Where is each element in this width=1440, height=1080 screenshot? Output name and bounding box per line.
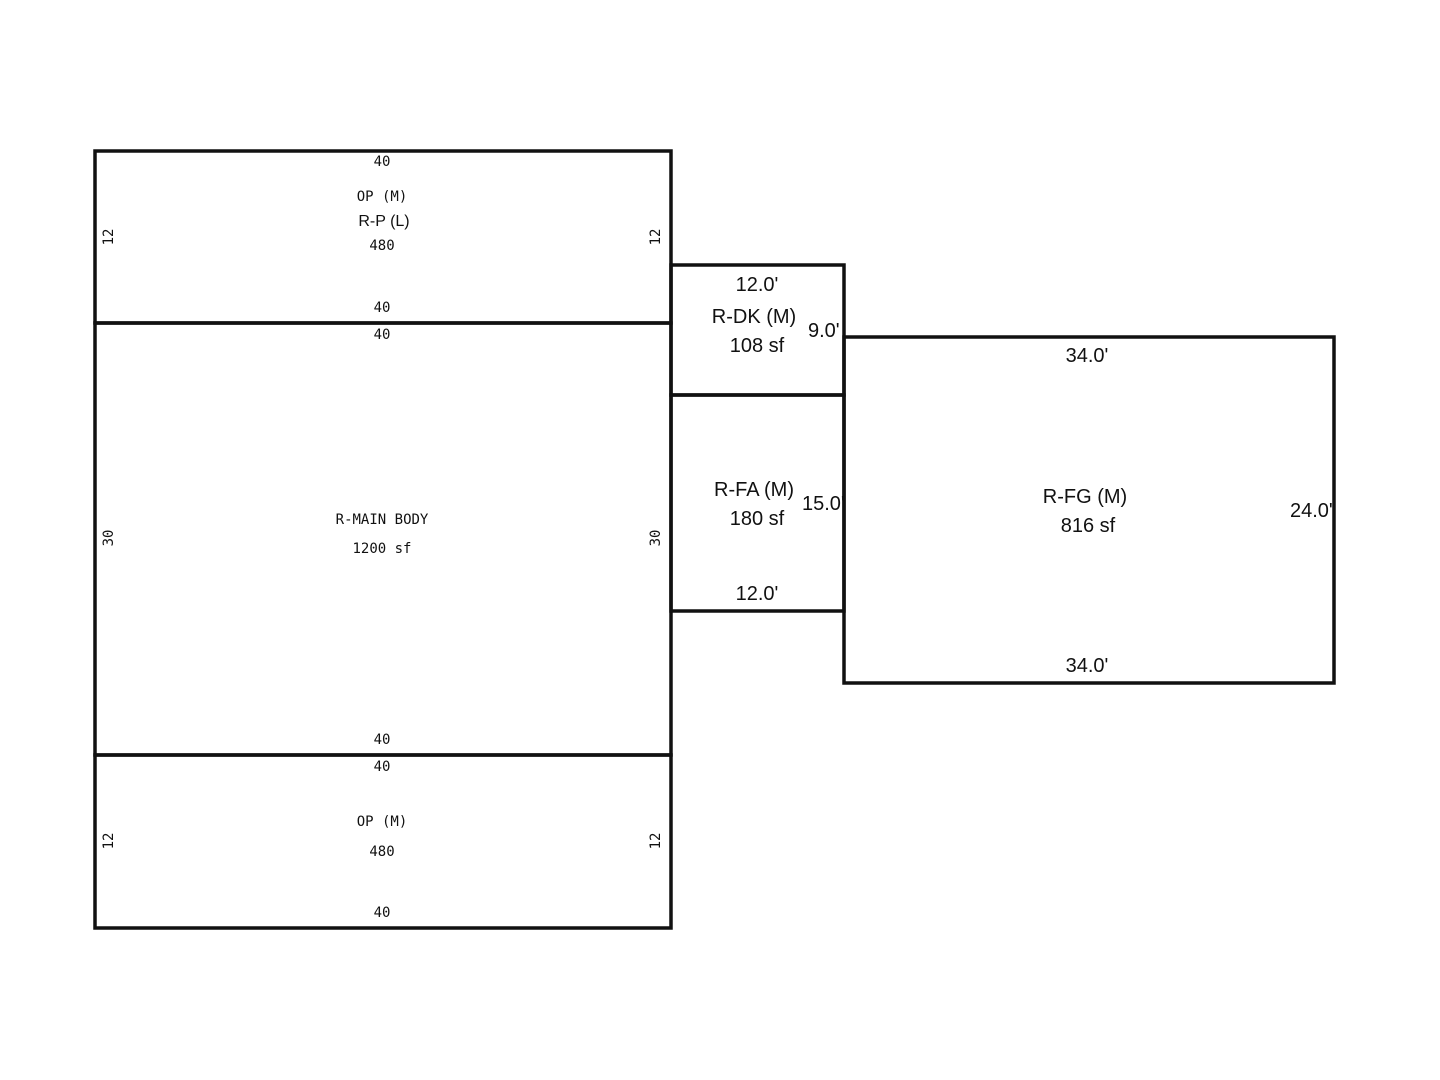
garage-label: R-FG (M): [1043, 486, 1127, 508]
op-bottom-left-dimension: 12: [101, 833, 117, 850]
op-top-outline: [93, 149, 673, 325]
deck-area: 108 sf: [730, 335, 785, 357]
deck-right-dimension: 9.0': [808, 320, 840, 342]
op-bottom-bottom-dimension: 40: [374, 905, 391, 921]
op-top-bottom-dimension: 40: [374, 300, 391, 316]
op-top-label: OP (M): [357, 189, 408, 205]
garage-area: 816 sf: [1061, 515, 1116, 537]
deck-label: R-DK (M): [712, 306, 796, 328]
op-bottom-top-dimension: 40: [374, 759, 391, 775]
garage-right-dimension: 24.0': [1290, 500, 1333, 522]
op-top-sublabel: R-P (L): [358, 213, 409, 230]
garage-outline: [842, 335, 1336, 685]
family-area: 180 sf: [730, 508, 785, 530]
op-bottom-label: OP (M): [357, 814, 408, 830]
family-bottom-dimension: 12.0': [736, 583, 779, 605]
garage-top-dimension: 34.0': [1066, 345, 1109, 367]
main-body-outline: [93, 321, 673, 757]
op-bottom-area: 480: [369, 844, 394, 860]
op-top-right-dimension: 12: [648, 229, 664, 246]
op-top-top-dimension: 40: [374, 154, 391, 170]
family-right-dimension: 15.0': [802, 493, 845, 515]
main-body-bottom-dimension: 40: [374, 732, 391, 748]
garage-bottom-dimension: 34.0': [1066, 655, 1109, 677]
main-body-right-dimension: 30: [648, 530, 664, 547]
main-body-area: 1200 sf: [352, 541, 411, 557]
main-body-top-dimension: 40: [374, 327, 391, 343]
op-top-area: 480: [369, 238, 394, 254]
deck-top-dimension: 12.0': [736, 274, 779, 296]
family-label: R-FA (M): [714, 479, 794, 501]
op-bottom-outline: [93, 753, 673, 930]
op-top-left-dimension: 12: [101, 229, 117, 246]
main-body-left-dimension: 30: [101, 530, 117, 547]
op-bottom-right-dimension: 12: [648, 833, 664, 850]
main-body-label: R-MAIN BODY: [336, 512, 429, 528]
